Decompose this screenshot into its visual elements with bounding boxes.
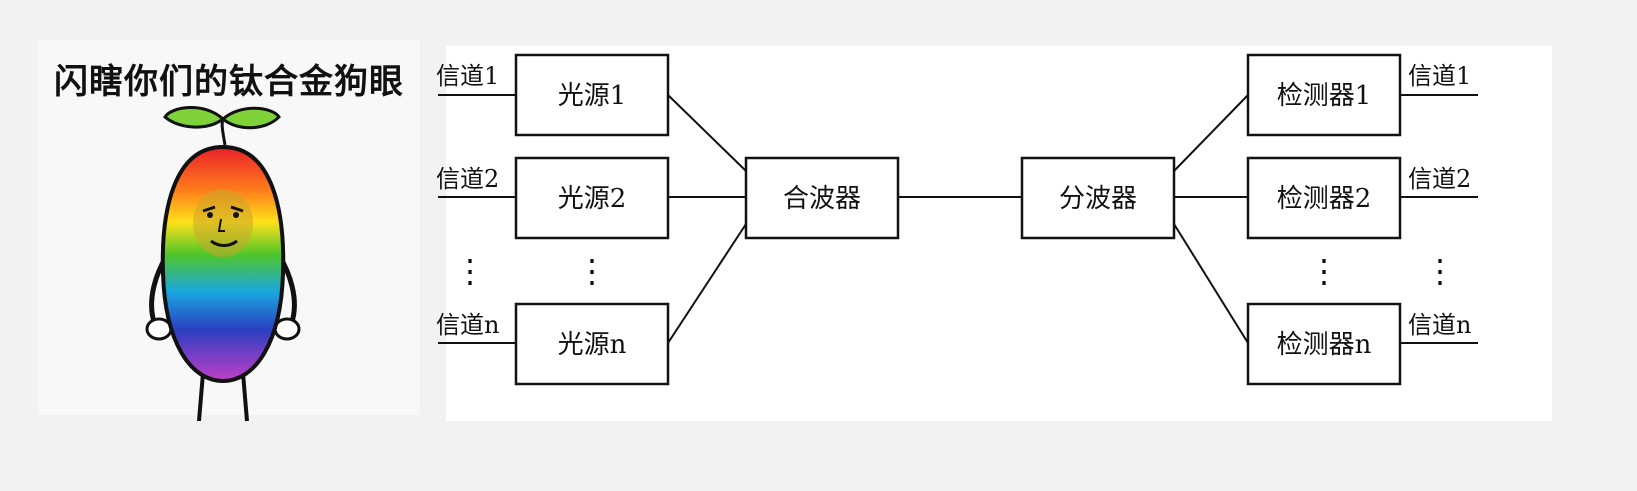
detector-label-1: 检测器1 (1277, 81, 1372, 111)
input-channel-label-n: 信道n (436, 311, 499, 339)
wdm-diagram-svg: 光源1 光源2 光源n 合波器 分波器 检测器1 检测器2 检测器n 信道1 信… (436, 53, 1478, 386)
detector-ellipsis: ⋮ (1308, 252, 1340, 290)
output-channel-label-n: 信道n (1408, 311, 1471, 339)
demultiplexer-box (1020, 156, 1176, 240)
demultiplexer-label: 分波器 (1059, 184, 1137, 214)
source-box-1 (514, 53, 670, 137)
source1-mux-line (667, 94, 747, 172)
source-label-2: 光源2 (558, 184, 627, 214)
bean-figure-icon (145, 105, 301, 422)
source-label-1: 光源1 (558, 81, 627, 111)
source-box-2 (514, 156, 670, 240)
source-label-n: 光源n (558, 330, 627, 360)
rainbow-bean-sprout-image (133, 103, 313, 422)
source-ellipsis: ⋮ (576, 252, 608, 290)
connection-lines (438, 94, 1478, 344)
input-channel-label-1: 信道1 (436, 62, 499, 90)
detector-box-1 (1246, 53, 1402, 137)
input-ellipsis: ⋮ (454, 252, 486, 290)
demux-detector1-line (1173, 94, 1249, 172)
meme-panel: 闪瞎你们的钛合金狗眼 (38, 40, 420, 422)
output-channel-label-2: 信道2 (1408, 165, 1471, 193)
source-box-n (514, 302, 670, 386)
output-ellipsis: ⋮ (1424, 252, 1456, 290)
detector-label-2: 检测器2 (1277, 184, 1372, 214)
detector-label-n: 检测器n (1277, 330, 1372, 360)
sourcen-mux-line (667, 223, 747, 344)
detector-box-2 (1246, 156, 1402, 240)
input-channel-label-2: 信道2 (436, 165, 499, 193)
multiplexer-box (744, 156, 900, 240)
boxes (514, 53, 1402, 386)
detector-box-n (1246, 302, 1402, 386)
output-channel-label-1: 信道1 (1408, 62, 1471, 90)
demux-detectorn-line (1173, 223, 1249, 344)
wdm-diagram: 光源1 光源2 光源n 合波器 分波器 检测器1 检测器2 检测器n 信道1 信… (436, 46, 1552, 421)
multiplexer-label: 合波器 (783, 184, 861, 214)
meme-caption: 闪瞎你们的钛合金狗眼 (54, 62, 404, 102)
